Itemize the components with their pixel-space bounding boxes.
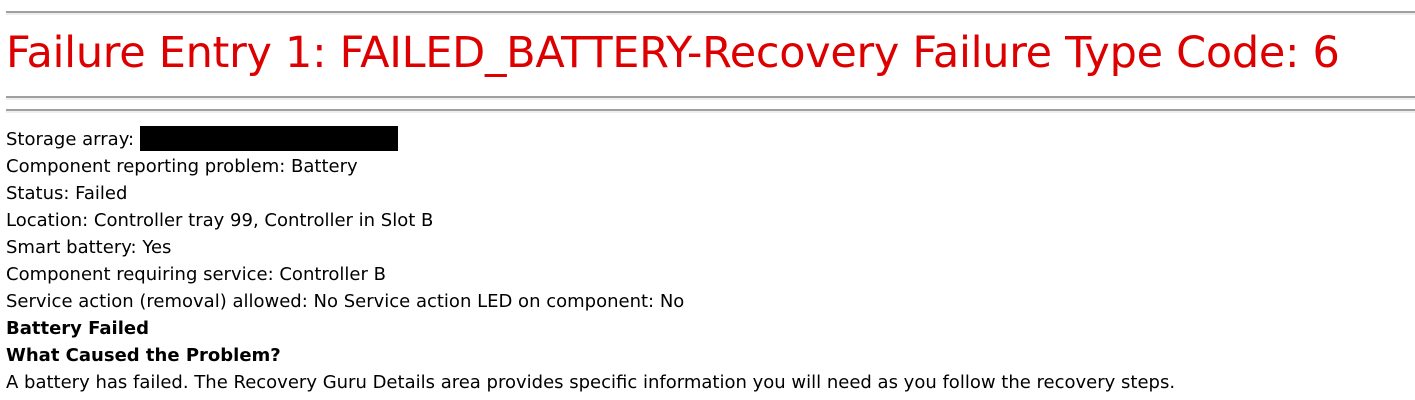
component-requiring-service-row: Component requiring service: Controller …: [6, 264, 386, 285]
component-reporting-row: Component reporting problem: Battery: [6, 156, 358, 177]
status-row: Status: Failed: [6, 183, 128, 204]
storage-array-row: Storage array:: [6, 126, 1175, 153]
title-divider-2: [6, 109, 1415, 113]
cause-text: A battery has failed. The Recovery Guru …: [6, 372, 1176, 393]
smart-battery-row: Smart battery: Yes: [6, 237, 172, 258]
cause-heading: What Caused the Problem?: [6, 345, 281, 366]
top-divider: [6, 11, 1415, 15]
location-row: Location: Controller tray 99, Controller…: [6, 210, 434, 231]
service-action-row: Service action (removal) allowed: No Ser…: [6, 291, 685, 312]
problem-heading: Battery Failed: [6, 318, 149, 339]
storage-array-label: Storage array:: [6, 129, 135, 150]
failure-details: Storage array: Component reporting probl…: [6, 126, 1175, 396]
page-title: Failure Entry 1: FAILED_BATTERY-Recovery…: [6, 28, 1340, 78]
redacted-storage-array-name: [140, 126, 399, 151]
title-divider-1: [6, 96, 1415, 100]
